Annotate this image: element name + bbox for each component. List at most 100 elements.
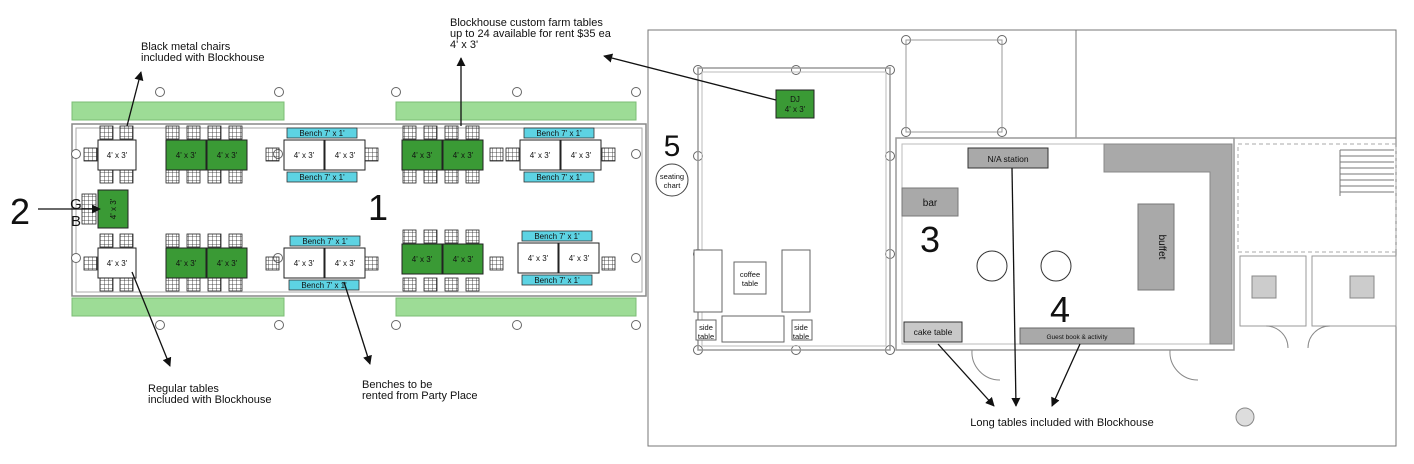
regular-table (558, 242, 600, 274)
metal-chair (186, 169, 201, 184)
farm-table (401, 139, 443, 171)
table-size-label: 4' x 3' (453, 255, 474, 264)
bench-size-label: Bench 7' x 1' (302, 237, 348, 246)
cake-table-label: cake table (914, 327, 953, 337)
lounge-furniture (693, 249, 813, 343)
bench (288, 279, 360, 291)
long-tables-note: Long tables included with Blockhouse (970, 417, 1153, 429)
bench (286, 127, 358, 139)
benches-note: Benches to be (362, 379, 432, 391)
metal-chairs-note-2: included with Blockhouse (141, 52, 265, 64)
metal-chair (165, 125, 180, 140)
regular-table (324, 247, 366, 279)
regular-table (97, 247, 137, 279)
buffet-label: buffet (1156, 235, 1167, 260)
table-size-label: 4' x 3' (176, 151, 197, 160)
regular-table (324, 139, 366, 171)
metal-chair (165, 277, 180, 292)
table-size-label: 4' x 3' (528, 254, 549, 263)
post (274, 87, 284, 97)
benches: Bench 7' x 1'Bench 7' x 1'Bench 7' x 1'B… (286, 127, 595, 291)
metal-chair (601, 256, 616, 271)
post (155, 320, 165, 330)
metal-chair (99, 169, 114, 184)
building-outline (647, 29, 1397, 447)
regular-tables-note-2: included with Blockhouse (148, 394, 272, 406)
metal-chair (402, 277, 417, 292)
lawn-strip (395, 101, 637, 121)
post (791, 65, 801, 75)
dj-label: DJ (790, 95, 800, 104)
metal-chair (402, 229, 417, 244)
guest-book-label: Guest book & activity (1046, 334, 1108, 341)
metal-chair (444, 169, 459, 184)
farm-tables-note-2: up to 24 available for rent $35 ea (450, 28, 612, 40)
zone-3: 3 (920, 219, 940, 260)
side-table-label: side (699, 323, 713, 332)
metal-chairs-note: Black metal chairs (141, 41, 231, 53)
farm-table (206, 247, 248, 279)
table-size-label: 4' x 3' (530, 151, 551, 160)
metal-chair (119, 125, 134, 140)
regular-table (283, 139, 325, 171)
post (631, 149, 641, 159)
restroom-icon (1251, 275, 1375, 299)
zone-2: 2 (10, 191, 30, 232)
post (391, 320, 401, 330)
table-size-label: 4' x 3' (412, 151, 433, 160)
zone-1: 1 (368, 187, 388, 228)
metal-chair (265, 147, 280, 162)
metal-chair (505, 147, 520, 162)
coffee-table-label-2: table (742, 279, 758, 288)
annotation-arrows (38, 53, 1081, 407)
metal-chair (165, 233, 180, 248)
post (512, 320, 522, 330)
lawn-strip (395, 297, 637, 317)
farm-table (442, 139, 484, 171)
post (155, 87, 165, 97)
table-size-label: 4' x 3' (217, 151, 238, 160)
post (631, 253, 641, 263)
na-station-label: N/A station (987, 154, 1028, 164)
bench-size-label: Bench 7' x 1' (299, 129, 345, 138)
metal-chair (207, 169, 222, 184)
zone-5: 5 (664, 130, 681, 163)
stairs (1339, 149, 1394, 196)
patio-outline-inner (75, 127, 643, 293)
buffet (1137, 203, 1175, 291)
bench (521, 230, 593, 242)
farm-tables-note-3: 4' x 3' (450, 39, 478, 51)
metal-chair (489, 256, 504, 271)
table-size-label: 4' x 3' (294, 259, 315, 268)
benches-note-2: rented from Party Place (362, 390, 478, 402)
round-table (1040, 250, 1072, 282)
metal-chair (402, 169, 417, 184)
post (631, 320, 641, 330)
metal-chair (265, 256, 280, 271)
table-size-label: 4' x 3' (412, 255, 433, 264)
post (512, 87, 522, 97)
metal-chair (186, 277, 201, 292)
lawn-strip (71, 297, 285, 317)
metal-chair (444, 125, 459, 140)
post (71, 253, 81, 263)
g-label: G (70, 196, 82, 213)
farm-table (206, 139, 248, 171)
table-size-label: 4' x 3' (335, 259, 356, 268)
metal-chair (423, 169, 438, 184)
metal-chair (364, 256, 379, 271)
table-size-label: 4' x 3' (107, 151, 128, 160)
seating-chart-label-2: chart (664, 181, 682, 190)
metal-chair (207, 125, 222, 140)
side-table-label-2: table (698, 332, 714, 341)
coffee-table-label: coffee (740, 270, 760, 279)
metal-chair (99, 233, 114, 248)
b-label: B (71, 213, 81, 230)
metal-chair (119, 169, 134, 184)
bench (521, 274, 593, 286)
metal-chair (465, 277, 480, 292)
gift-table: 4' x 3' G B (70, 189, 129, 230)
round-table (976, 250, 1008, 282)
metal-chair (228, 233, 243, 248)
post (274, 320, 284, 330)
